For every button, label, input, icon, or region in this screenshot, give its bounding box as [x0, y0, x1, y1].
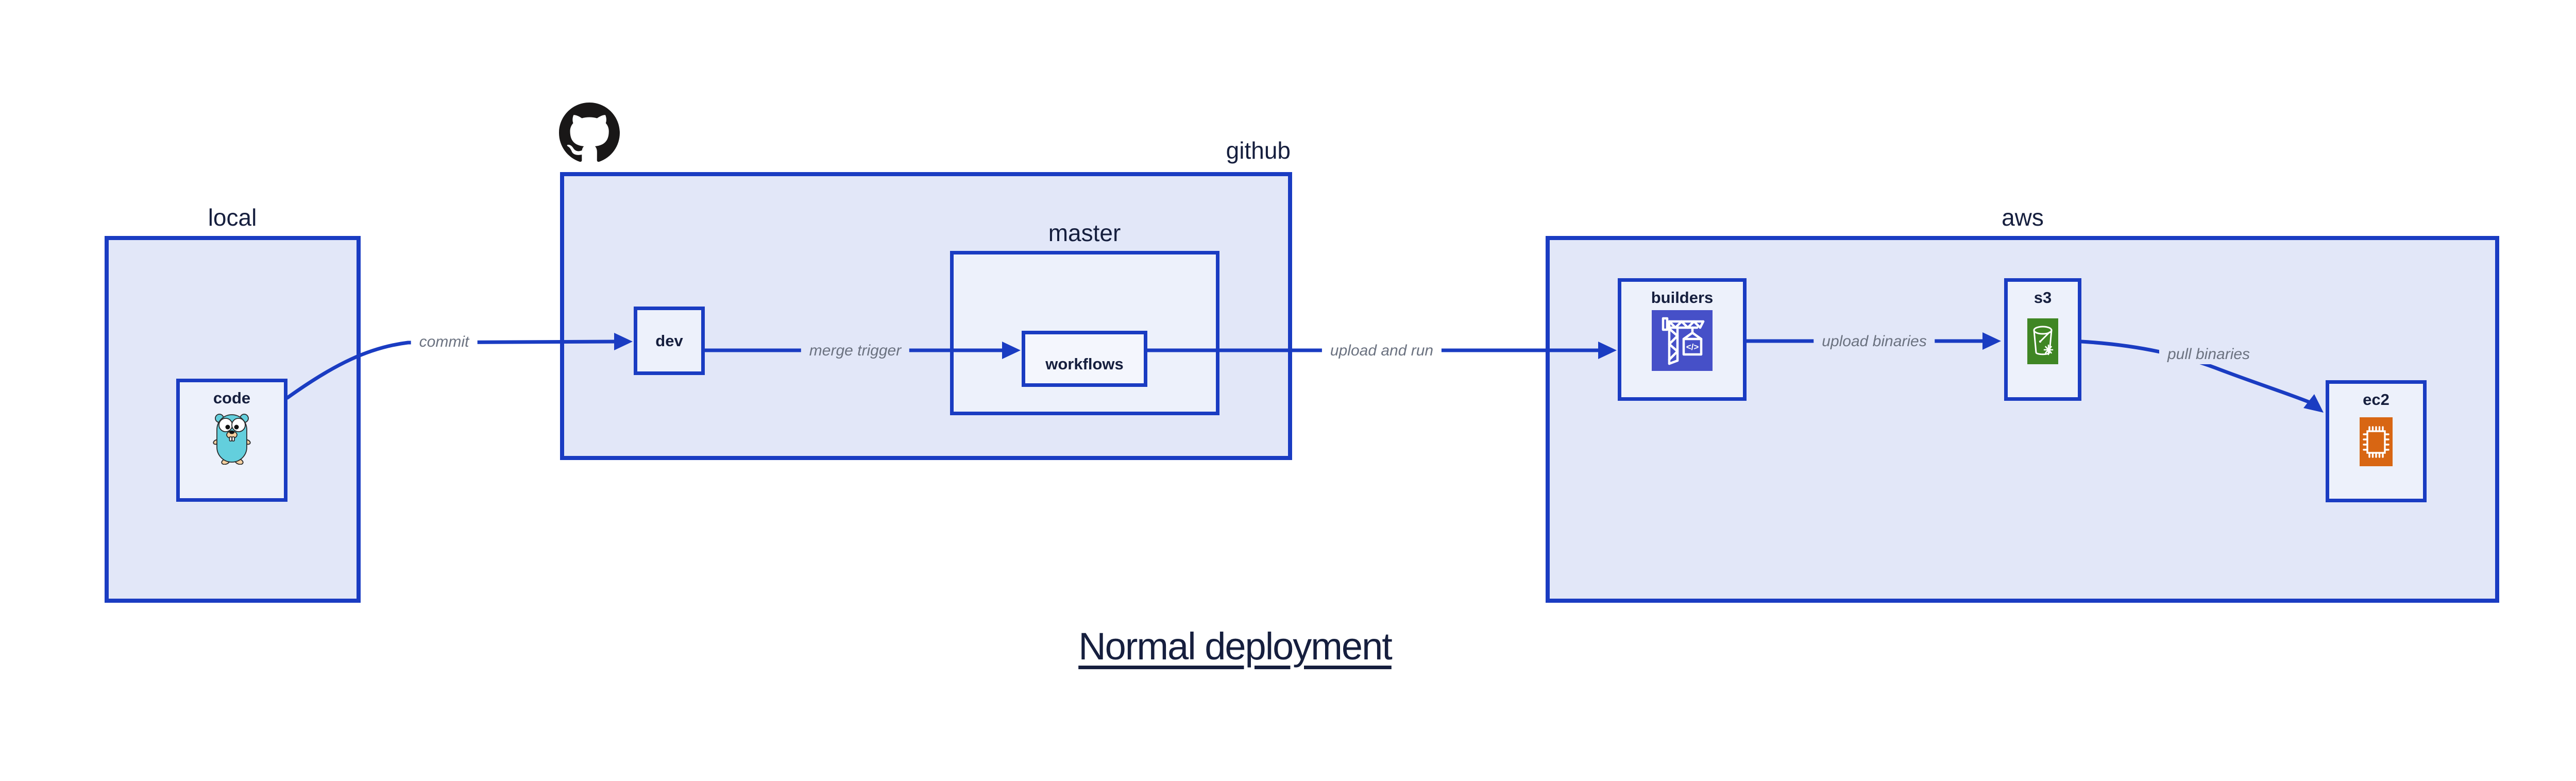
code-node-label: code: [213, 389, 251, 407]
s3-node-label: s3: [2033, 288, 2052, 307]
s3-bucket-icon: [2027, 318, 2058, 364]
aws-group-label: aws: [2002, 204, 2044, 231]
go-gopher-icon: [212, 411, 251, 465]
master-group-box: [950, 251, 1219, 415]
github-group-label: github: [1226, 137, 1291, 164]
ec2-chip-icon: [2360, 417, 2393, 466]
commit-edge-label: commit: [411, 332, 478, 352]
upload-binaries-edge-label: upload binaries: [1814, 332, 1935, 351]
dev-node: dev: [634, 307, 705, 375]
dev-node-label: dev: [655, 331, 683, 350]
pull-binaries-edge-label: pull binaries: [2159, 345, 2259, 364]
workflows-node: workflows: [1022, 331, 1147, 387]
local-group-label: local: [208, 204, 257, 231]
diagram-title: Normal deployment: [1078, 625, 1393, 668]
codebuild-crane-icon: </>: [1652, 310, 1713, 371]
master-group-label: master: [1048, 219, 1121, 246]
workflows-node-label: workflows: [1045, 354, 1124, 373]
svg-text:</>: </>: [1686, 342, 1699, 352]
github-logo-icon: [559, 102, 620, 164]
ec2-node-label: ec2: [2363, 390, 2389, 409]
upload-and-run-edge-label: upload and run: [1321, 341, 1442, 361]
merge-trigger-edge-label: merge trigger: [801, 341, 910, 361]
builders-node-label: builders: [1651, 288, 1714, 307]
